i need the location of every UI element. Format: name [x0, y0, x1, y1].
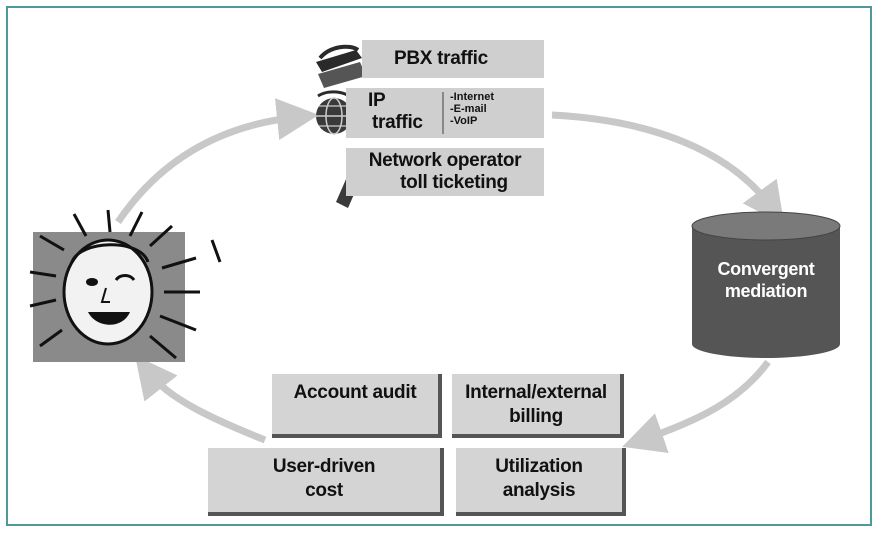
- convergent-mediation-line1: Convergent: [717, 259, 815, 279]
- billing-box: Internal/external billing: [452, 374, 624, 438]
- database-cylinder: [691, 211, 841, 358]
- pbx-traffic-label: PBX traffic: [394, 48, 488, 69]
- arrow-to-sources: [115, 98, 319, 224]
- arrow-to-outputs: [622, 359, 771, 454]
- ip-service-internet: -Internet: [450, 91, 494, 103]
- arrow-to-user: [135, 355, 267, 444]
- user-driven-cost-box: User-driven cost: [208, 448, 444, 516]
- ip-traffic-label-line1: IP: [368, 90, 386, 111]
- billing-label-line2: billing: [509, 406, 563, 427]
- account-audit-box: Account audit: [272, 374, 442, 438]
- network-operator-label-line1: Network operator: [368, 150, 522, 171]
- network-operator-box: Network operator toll ticketing: [346, 148, 544, 196]
- utilization-analysis-box: Utilization analysis: [456, 448, 626, 516]
- arrow-to-mediation: [551, 111, 785, 226]
- ip-traffic-box: IP traffic -Internet -E-mail -VoIP: [346, 88, 544, 138]
- smiling-face-icon: [29, 209, 222, 362]
- utilization-analysis-label-line2: analysis: [502, 480, 576, 501]
- convergent-mediation-label: Convergent mediation: [692, 258, 840, 302]
- ip-services-list: -Internet -E-mail -VoIP: [450, 91, 494, 127]
- user-driven-cost-label-line1: User-driven: [272, 456, 376, 477]
- ip-service-email: -E-mail: [450, 103, 487, 115]
- ip-service-voip: -VoIP: [450, 115, 478, 127]
- ip-divider: [442, 92, 444, 134]
- convergent-mediation-line2: mediation: [724, 281, 808, 301]
- globe-icon: [316, 90, 358, 135]
- user-driven-cost-label-line2: cost: [305, 480, 343, 501]
- billing-label-line1: Internal/external: [465, 382, 607, 403]
- utilization-analysis-label-line1: Utilization: [495, 456, 583, 477]
- pbx-traffic-box: PBX traffic: [362, 40, 544, 78]
- account-audit-label: Account audit: [293, 382, 417, 403]
- ip-traffic-label-line2: traffic: [372, 112, 423, 133]
- network-operator-label-line2: toll ticketing: [400, 172, 508, 193]
